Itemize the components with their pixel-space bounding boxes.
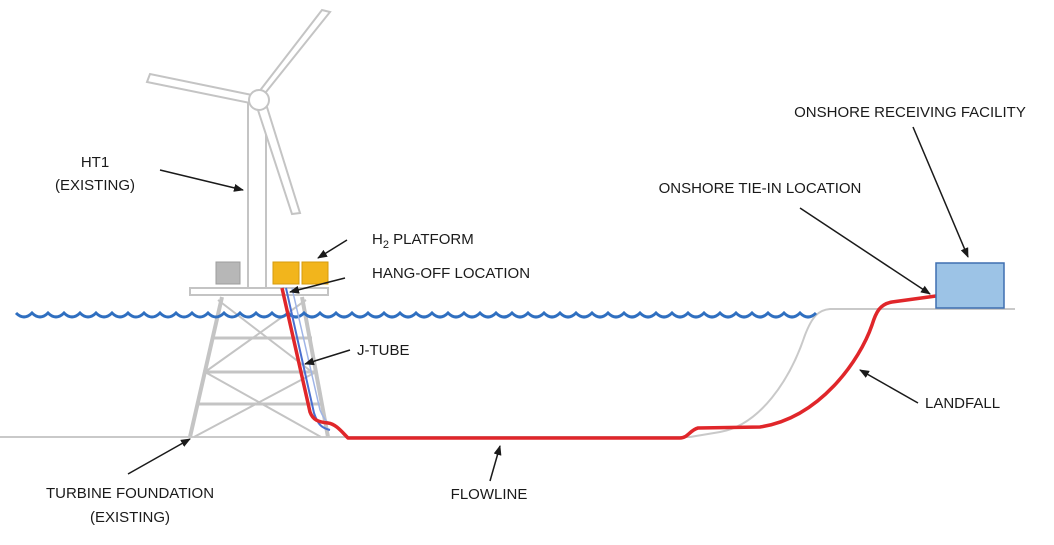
label-hang-off-location: HANG-OFF LOCATION: [372, 265, 530, 282]
arrow-hang-off: [289, 277, 346, 294]
label-h2-prefix: H: [372, 231, 383, 248]
turbine-blade-top: [252, 8, 332, 98]
turbine-deck: [189, 287, 329, 296]
shore-slope: [689, 308, 1015, 438]
sea-surface-waves: [14, 310, 818, 319]
label-h2-platform: H2 PLATFORM: [372, 231, 474, 251]
label-ht1: HT1: [81, 154, 109, 171]
h2-platform-box-1: [272, 261, 300, 285]
label-h2-subscript: 2: [383, 239, 389, 251]
arrow-ht1: [159, 169, 244, 192]
turbine-jacket: [188, 296, 330, 438]
label-onshore-receiving-facility: ONSHORE RECEIVING FACILITY: [794, 104, 1026, 121]
grey-equipment-box: [215, 261, 241, 285]
arrow-turbine-foundation: [127, 438, 191, 475]
label-h2-suffix: PLATFORM: [389, 231, 474, 248]
h2-platform-box-2: [301, 261, 329, 285]
label-turbine-foundation: TURBINE FOUNDATION: [46, 485, 214, 502]
turbine-hub: [248, 89, 270, 111]
arrow-landfall: [859, 369, 919, 404]
turbine-blade-left: [145, 72, 257, 106]
arrow-onshore-tie-in: [799, 207, 931, 295]
onshore-receiving-facility-box: [935, 262, 1005, 309]
label-ht1-sub: (EXISTING): [55, 177, 135, 194]
label-landfall: LANDFALL: [925, 395, 1000, 412]
j-tube-pipe: [285, 287, 331, 431]
arrow-flowline: [489, 445, 502, 482]
label-onshore-tie-in-location: ONSHORE TIE-IN LOCATION: [659, 180, 862, 197]
label-j-tube: J-TUBE: [357, 342, 410, 359]
label-flowline: FLOWLINE: [451, 486, 528, 503]
label-turbine-foundation-sub: (EXISTING): [90, 509, 170, 526]
arrow-onshore-receiving: [912, 126, 969, 258]
arrow-h2-platform: [317, 239, 348, 259]
flowline-pipe: [280, 287, 937, 440]
arrow-j-tube: [304, 349, 351, 366]
